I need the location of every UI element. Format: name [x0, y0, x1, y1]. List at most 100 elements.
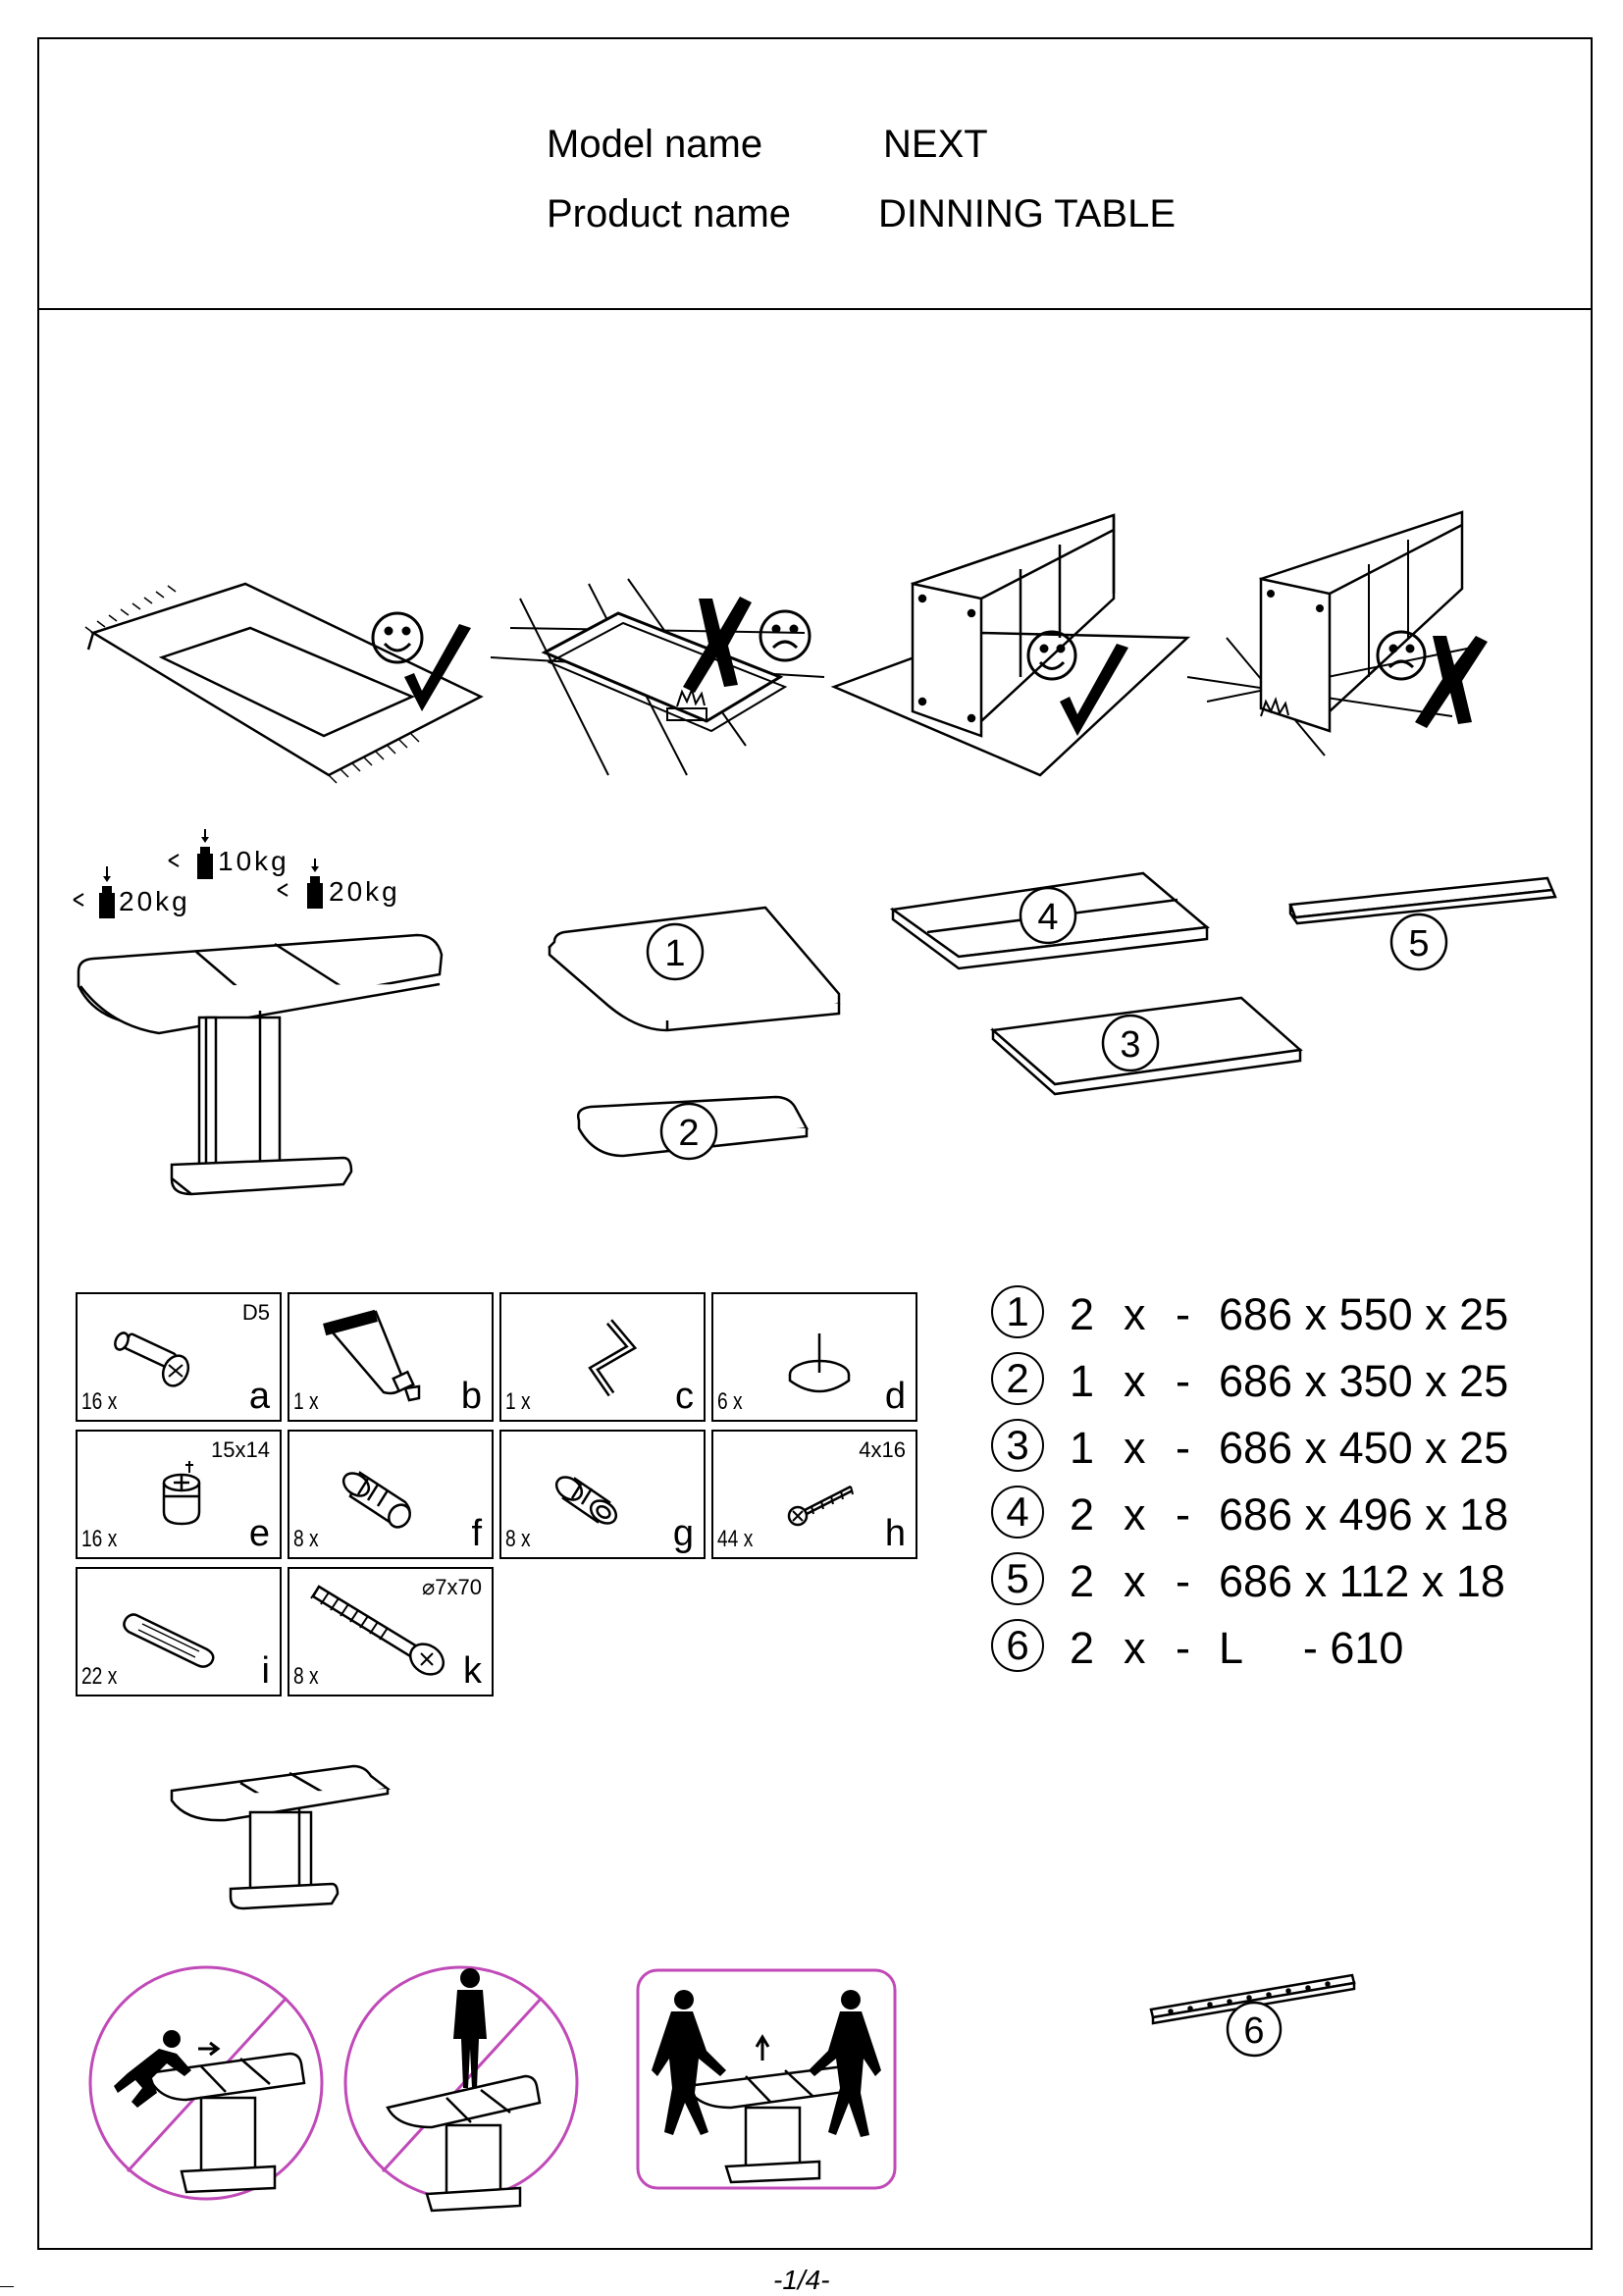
panel-6-label: 6	[1243, 2010, 1264, 2052]
panel-on-rug-illustration	[84, 582, 484, 784]
hardware-cell-a: D5 16 x a	[76, 1292, 282, 1422]
dimension-x: x	[1124, 1289, 1146, 1339]
hardware-cell-h: 4x16 44 x h	[711, 1430, 917, 1559]
hardware-letter-k: k	[463, 1650, 482, 1692]
load-limit-center: 10kg	[218, 846, 289, 876]
hardware-letter-h: h	[884, 1513, 906, 1554]
small-table-illustration	[170, 1764, 392, 1910]
no-standing-sign	[343, 1965, 579, 2213]
dimension-qty: 2	[1070, 1289, 1095, 1339]
hardware-qty-g: 8 x	[505, 1526, 531, 1552]
dimension-size: 686 x 496 x 18	[1219, 1489, 1509, 1539]
dimension-qty: 1	[1070, 1423, 1095, 1473]
dimension-x: x	[1124, 1623, 1146, 1673]
dimension-dash: -	[1176, 1289, 1190, 1339]
happy-face-icon-2	[1026, 630, 1077, 681]
hardware-qty-h: 44 x	[717, 1526, 754, 1552]
dimension-dash: -	[1176, 1489, 1190, 1539]
panel-1-label: 1	[664, 933, 685, 974]
hardware-cell-i: 22 x i	[76, 1567, 282, 1696]
hardware-cell-e: 15x14 16 x e	[76, 1430, 282, 1559]
dimension-qty: 1	[1070, 1356, 1095, 1406]
hardware-cell-k: ⌀7x70 8 x k	[288, 1567, 494, 1696]
hardware-spec-k: ⌀7x70	[422, 1575, 482, 1599]
happy-face-icon	[371, 611, 424, 664]
cabinet-on-floor-illustration	[1186, 510, 1473, 757]
hardware-cell-d: 6 x d	[711, 1292, 917, 1422]
dimension-dash: -	[1176, 1356, 1190, 1406]
dimension-qty: 2	[1070, 1623, 1095, 1673]
panel-2-label: 2	[678, 1113, 699, 1154]
two-person-lift-sign	[636, 1968, 897, 2190]
dimension-size: 686 x 350 x 25	[1219, 1356, 1509, 1406]
debris-icon	[666, 686, 707, 721]
panel-on-floor-illustration	[490, 578, 825, 776]
hardware-cell-c: 1 x c	[499, 1292, 706, 1422]
check-mark-icon	[404, 624, 471, 711]
hardware-letter-i: i	[261, 1650, 270, 1692]
hardware-qty-e: 16 x	[81, 1526, 118, 1552]
cross-mark-icon-2	[1415, 636, 1488, 728]
wood-dowel-icon	[123, 1613, 215, 1668]
dimension-size: 686 x 112 x 18	[1219, 1556, 1505, 1606]
dimension-dash: -	[1176, 1556, 1190, 1606]
panel-5-label: 5	[1408, 923, 1429, 965]
hardware-letter-a: a	[248, 1376, 270, 1417]
page-frame	[37, 37, 1593, 2250]
standing-person-icon	[453, 1968, 487, 2088]
care-illustrations	[84, 510, 1488, 784]
hardware-qty-k: 8 x	[293, 1663, 319, 1690]
dimension-row: 2 1 x - 686 x 350 x 25	[991, 1352, 1541, 1417]
dimension-x: x	[1124, 1489, 1146, 1539]
confirmat-screw-icon	[310, 1585, 445, 1676]
dimension-number: 4	[991, 1486, 1044, 1539]
dimension-row: 6 2 x - L - 610	[991, 1619, 1541, 1684]
dimension-number: 2	[991, 1352, 1044, 1405]
glue-tube-icon	[323, 1309, 421, 1402]
lifting-person-left-icon	[652, 1990, 726, 2135]
hardware-letter-b: b	[460, 1376, 482, 1417]
panel-3-label: 3	[1120, 1024, 1140, 1066]
hex-key-icon	[588, 1319, 638, 1397]
hardware-letter-d: d	[884, 1376, 906, 1417]
hardware-qty-i: 22 x	[81, 1663, 118, 1690]
cabinet-on-rug-illustration	[830, 513, 1191, 777]
hardware-qty-c: 1 x	[505, 1388, 531, 1415]
hardware-cell-f: 8 x f	[288, 1430, 494, 1559]
page-number: -1/4-	[773, 2265, 830, 2295]
cam-bolt-icon	[114, 1331, 190, 1387]
dimension-row: 5 2 x - 686 x 112 x 18	[991, 1552, 1541, 1617]
dimension-row: 3 1 x - 686 x 450 x 25	[991, 1419, 1541, 1484]
dimension-x: x	[1124, 1356, 1146, 1406]
hardware-letter-e: e	[248, 1513, 270, 1554]
dimension-x: x	[1124, 1423, 1146, 1473]
no-pushing-sign	[88, 1965, 324, 2201]
panel-5-illustration	[1288, 876, 1557, 925]
dimension-number: 6	[991, 1619, 1044, 1672]
panels-overview: 1 2 4 3 5 20kg 10kg 20kg	[73, 829, 1557, 1196]
load-limit-left: 20kg	[119, 886, 190, 916]
dimension-dash: -	[1176, 1423, 1190, 1473]
dimension-x: x	[1124, 1556, 1146, 1606]
corner-mark	[0, 2286, 14, 2287]
dowel-insert-icon	[554, 1476, 618, 1525]
wood-screw-icon	[787, 1485, 854, 1527]
assembled-table-illustration	[77, 933, 444, 1196]
dimension-size: 686 x 450 x 25	[1219, 1423, 1509, 1473]
dimension-number: 1	[991, 1285, 1044, 1338]
dimension-qty: 2	[1070, 1489, 1095, 1539]
hardware-letter-c: c	[675, 1376, 694, 1417]
hardware-qty-f: 8 x	[293, 1526, 319, 1552]
dimension-number: 3	[991, 1419, 1044, 1472]
glide-pad-icon	[788, 1333, 851, 1393]
hardware-cell-g: 8 x g	[499, 1430, 706, 1559]
dimension-number: 5	[991, 1552, 1044, 1605]
dimension-dash: -	[1176, 1623, 1190, 1673]
hardware-spec-a: D5	[241, 1300, 270, 1325]
hardware-qty-b: 1 x	[293, 1388, 319, 1415]
cross-mark-icon	[683, 597, 752, 693]
pushing-person-icon	[114, 2030, 191, 2108]
check-mark-icon-2	[1060, 644, 1128, 736]
product-name-value: DINNING TABLE	[878, 192, 1177, 235]
product-name-label: Product name	[547, 192, 792, 235]
